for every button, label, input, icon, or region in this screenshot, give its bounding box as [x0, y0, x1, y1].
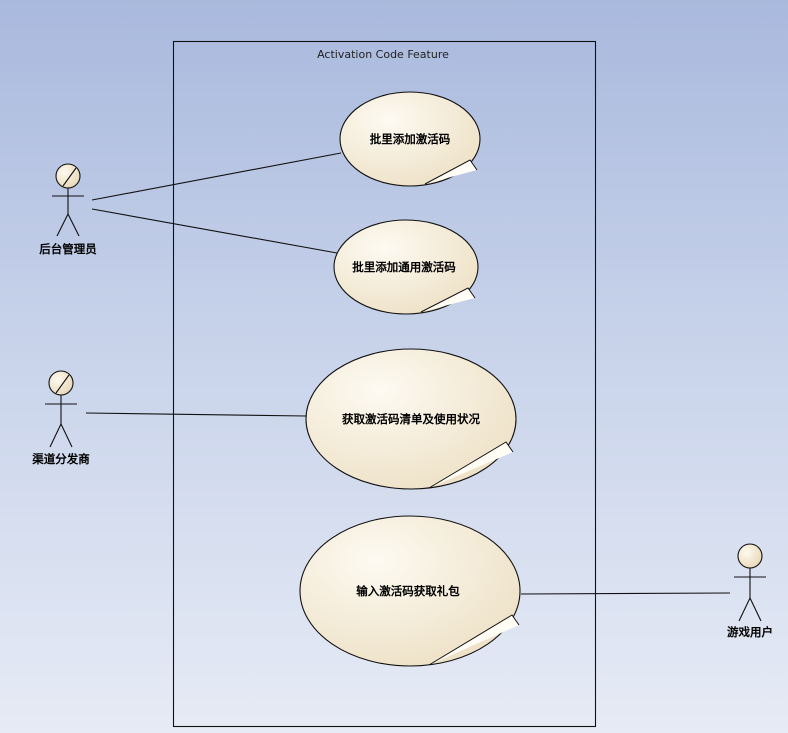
- use-case-batch-add-generic-codes[interactable]: 批里添加通用激活码: [333, 219, 479, 315]
- association-distributor-uc3[interactable]: [85, 412, 307, 417]
- actor-icon: [45, 370, 77, 448]
- use-case-label: 输入激活码获取礼包: [356, 584, 460, 598]
- association-player-uc4[interactable]: [520, 592, 731, 595]
- actor-label: 游戏用户: [727, 625, 773, 639]
- actor-icon: [52, 163, 84, 237]
- actor-label: 后台管理员: [39, 242, 97, 256]
- actor-admin[interactable]: 后台管理员: [39, 163, 97, 256]
- use-case-label: 获取激活码清单及使用状况: [342, 412, 480, 426]
- association-admin-uc1[interactable]: [91, 152, 342, 201]
- actor-player[interactable]: 游戏用户: [727, 543, 773, 639]
- associations: [85, 152, 731, 595]
- use-case-redeem-code-gift[interactable]: 输入激活码获取礼包: [299, 515, 521, 667]
- note-fold-icon: [424, 159, 478, 185]
- use-case-label: 批里添加通用激活码: [352, 260, 456, 274]
- use-case-batch-add-codes[interactable]: 批里添加激活码: [339, 91, 481, 187]
- note-fold-icon: [428, 614, 520, 666]
- note-fold-icon: [420, 287, 476, 313]
- association-admin-uc2[interactable]: [91, 208, 338, 254]
- actor-icon: [734, 543, 766, 622]
- system-boundary-title: Activation Code Feature: [317, 48, 449, 61]
- use-case-label: 批里添加激活码: [370, 132, 451, 146]
- note-fold-icon: [428, 441, 514, 489]
- system-boundary[interactable]: Activation Code Feature: [172, 40, 597, 728]
- actor-distributor[interactable]: 渠道分发商: [31, 370, 90, 466]
- use-case-get-code-list-status[interactable]: 获取激活码清单及使用状况: [305, 348, 517, 490]
- actor-label: 渠道分发商: [31, 452, 90, 466]
